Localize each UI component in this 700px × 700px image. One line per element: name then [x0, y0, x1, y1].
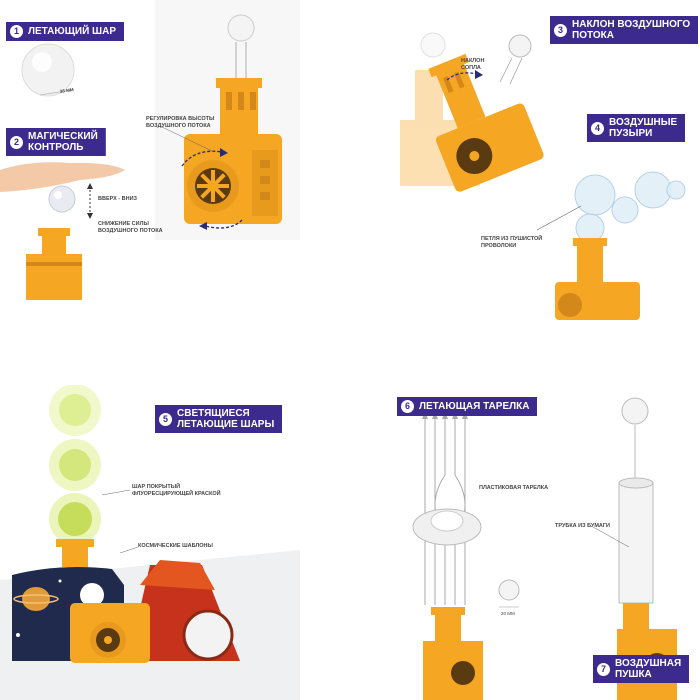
- badge-5: 5 СВЕТЯЩИЕСЯ ЛЕТАЮЩИЕ ШАРЫ: [155, 405, 283, 433]
- badge-6: 6 ЛЕТАЮЩАЯ ТАРЕЛКА: [397, 397, 538, 416]
- badge-7: 7 ВОЗДУШНАЯ ПУШКА: [593, 655, 690, 683]
- panel1-illustration: [0, 14, 282, 300]
- size-line: [39, 89, 73, 96]
- toy-cannon: [617, 603, 677, 700]
- toy-plate: [423, 607, 483, 700]
- caption-up-down: ВВЕРХ - ВНИЗ: [98, 196, 137, 202]
- panel-air-tilt-bubbles: 3 НАКЛОН ВОЗДУШНОГО ПОТОКА 4 ВОЗДУШНЫЕ П…: [395, 0, 700, 320]
- badge-label: ВОЗДУШНЫЕ ПУЗЫРИ: [609, 117, 678, 139]
- hand: [0, 162, 125, 192]
- caption-space-templates: КОСМИЧЕСКИЕ ШАБЛОНЫ: [138, 543, 213, 549]
- volcano-template: [128, 560, 240, 661]
- badge-number: 5: [159, 412, 172, 426]
- badge-number: 1: [10, 25, 23, 38]
- panel4-illustration: [412, 397, 677, 700]
- badge-label: ЛЕТАЮЩИЙ ШАР: [28, 26, 116, 37]
- badge-label: НАКЛОН ВОЗДУШНОГО ПОТОКА: [572, 19, 691, 41]
- badge-label: МАГИЧЕСКИЙ КОНТРОЛЬ: [28, 131, 98, 153]
- badge-label: ЛЕТАЮЩАЯ ТАРЕЛКА: [419, 401, 530, 412]
- badge-number: 4: [591, 121, 604, 135]
- toy-bubble: [555, 238, 640, 320]
- panel-flying-ball: 1 ЛЕТАЮЩИЙ ШАР 2 МАГИЧЕСКИЙ КОНТРОЛЬ 35 …: [0, 0, 300, 300]
- badge-label: СВЕТЯЩИЕСЯ ЛЕТАЮЩИЕ ШАРЫ: [177, 408, 275, 430]
- soap-bubbles: [574, 171, 686, 243]
- paper-tube: [618, 477, 654, 604]
- badge-2: 2 МАГИЧЕСКИЙ КОНТРОЛЬ: [6, 128, 106, 156]
- toy-big: [184, 78, 282, 224]
- glowing-balls: [49, 385, 101, 545]
- foam-ball-top: [621, 397, 649, 425]
- panel-flying-plate: 6 ЛЕТАЮЩАЯ ТАРЕЛКА 7 ВОЗДУШНАЯ ПУШКА ПЛА…: [395, 385, 700, 700]
- badge-label: ВОЗДУШНАЯ ПУШКА: [615, 658, 682, 680]
- toy-small: [26, 228, 82, 300]
- foam-ball-top: [227, 14, 255, 42]
- toy-base: [56, 539, 150, 663]
- caption-fluffy-loop: ПЕТЛЯ ИЗ ПУШИСТОЙ ПРОВОЛОКИ: [481, 236, 543, 249]
- caption-height-adjust: РЕГУЛИРОВКА ВЫСОТЫ ВОЗДУШНОГО ПОТОКА: [146, 116, 215, 129]
- caption-plastic-plate: ПЛАСТИКОВАЯ ТАРЕЛКА: [479, 485, 549, 491]
- small-ball: [498, 579, 520, 601]
- caption-nozzle-tilt: НАКЛОН СОПЛА: [461, 58, 485, 71]
- badge-number: 7: [597, 662, 610, 676]
- caption-paper-tube: ТРУБКА ИЗ БУМАГИ: [555, 523, 610, 529]
- badge-1: 1 ЛЕТАЮЩИЙ ШАР: [6, 22, 124, 41]
- foam-ball: [508, 34, 532, 58]
- panel2-illustration: [400, 32, 686, 320]
- small-ball-size-label: 20 mm: [501, 611, 515, 616]
- badge-number: 3: [554, 23, 567, 37]
- badge-number: 6: [401, 400, 414, 413]
- panel3-illustration: [0, 385, 300, 700]
- caption-weaken-flow: СНИЖЕНИЕ СИЛЫ ВОЗДУШНОГО ПОТОКА: [98, 221, 163, 234]
- badge-number: 2: [10, 135, 23, 149]
- badge-3: 3 НАКЛОН ВОЗДУШНОГО ПОТОКА: [550, 16, 699, 44]
- toy-tilted: [428, 53, 544, 192]
- clear-ball: [48, 185, 76, 213]
- caption-fluorescent-ball: ШАР ПОКРЫТЫЙ ФЛУОРЕСЦИРУЮЩЕЙ КРАСКОЙ: [132, 484, 221, 497]
- badge-4: 4 ВОЗДУШНЫЕ ПУЗЫРИ: [587, 114, 686, 142]
- panel-glowing-balls: 5 СВЕТЯЩИЕСЯ ЛЕТАЮЩИЕ ШАРЫ ШАР ПОКРЫТЫЙ …: [0, 385, 300, 700]
